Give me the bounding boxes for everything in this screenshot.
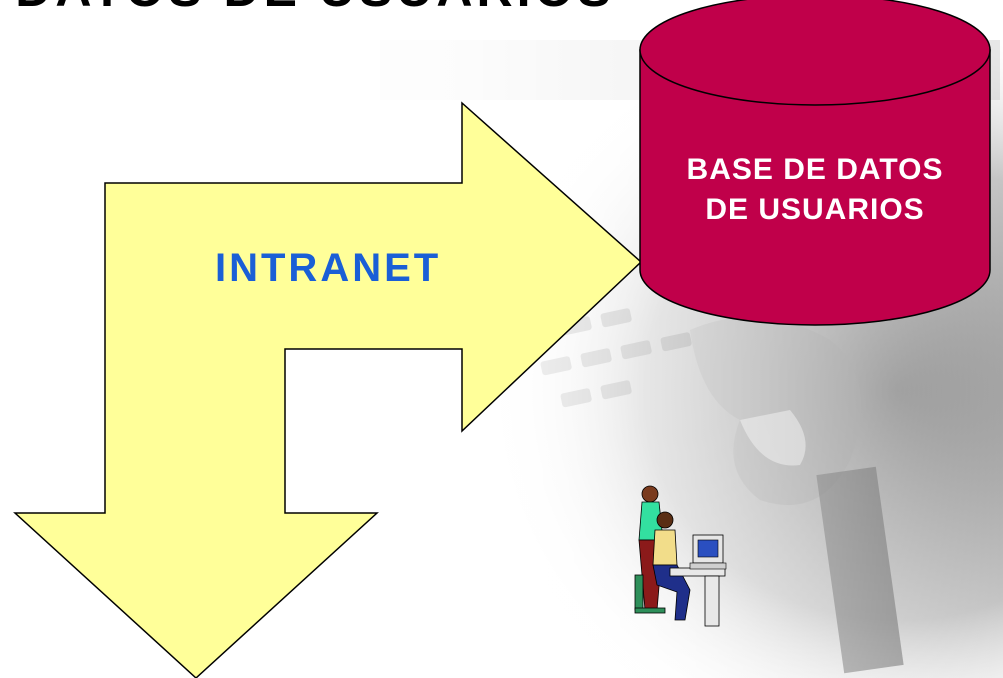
database-cylinder (639, 0, 991, 326)
intranet-arrow (13, 101, 643, 678)
database-label-line2: DE USUARIOS (705, 193, 925, 226)
intranet-label: INTRANET (215, 246, 442, 290)
database-label: BASE DE DATOS DE USUARIOS (640, 150, 990, 230)
slide-title: E DATOS DE USUARIOS (0, 0, 615, 18)
database-label-line1: BASE DE DATOS (686, 153, 944, 186)
users-at-computer-icon (634, 485, 727, 627)
